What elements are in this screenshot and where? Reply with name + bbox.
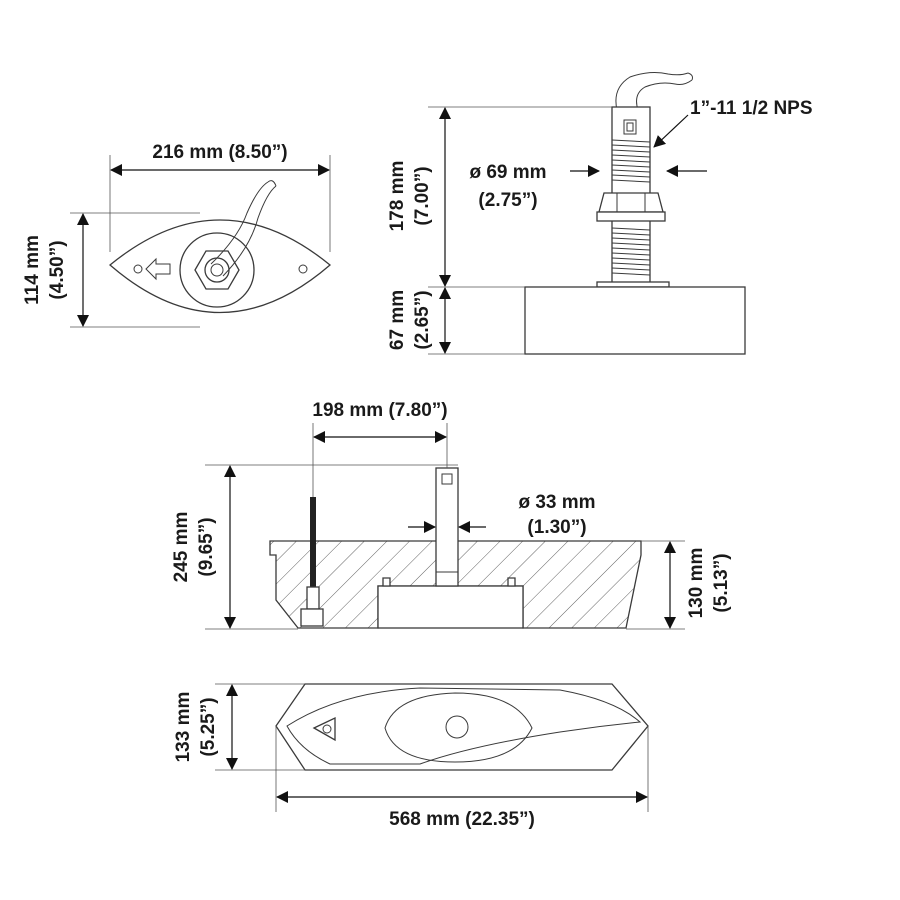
thread-leader: [653, 114, 689, 148]
base-height-in-label: (2.65”): [412, 290, 433, 349]
side-view: 178 mm (7.00”) 67 mm (2.65”) 1”-11 1/2 N…: [387, 72, 813, 355]
fairing-height-in-label: (5.25”): [198, 697, 219, 756]
top-height-mm-label: 114 mm: [22, 235, 43, 305]
thread-lines: [611, 139, 651, 276]
block-height-mm-label: 245 mm: [171, 512, 192, 583]
fairing-center-port: [445, 715, 469, 739]
stem-dia-in-label: (1.30”): [527, 517, 586, 538]
mount-hole-left: [133, 264, 143, 274]
cable-side-view: [615, 72, 693, 111]
cable-plug: [300, 608, 324, 627]
side-height-mm-label: 178 mm: [387, 161, 408, 232]
nut-dia-in-label: (2.75”): [478, 190, 537, 211]
mount-tab-left: [382, 577, 391, 587]
block-base-mm-label: 130 mm: [686, 548, 707, 619]
top-width-label: 216 mm (8.50”): [152, 142, 287, 163]
stem-cap: [204, 257, 230, 283]
stem-dia-mm-label: ø 33 mm: [518, 492, 595, 513]
stem-base-flange: [596, 281, 670, 288]
triangle-fitting-icon: [312, 716, 336, 742]
nut-dia-mm-label: ø 69 mm: [469, 162, 546, 183]
hollow-cavity: [377, 585, 524, 629]
washer-side: [596, 211, 666, 222]
side-height-in-label: (7.00”): [412, 166, 433, 225]
block-base-in-label: (5.13”): [711, 553, 732, 612]
cable-gland: [306, 586, 320, 610]
bottom-view: 133 mm (5.25”) 568 mm (22.35”): [173, 683, 649, 830]
hex-nut-side: [598, 192, 664, 213]
fairing-length-label: 568 mm (22.35”): [389, 809, 535, 830]
cable-tube: [310, 497, 316, 587]
mount-hole-right: [298, 264, 308, 274]
mount-tab-right: [507, 577, 516, 587]
fairing-inner-contour: [286, 687, 642, 765]
cable-top-view: [210, 181, 277, 277]
stem-slot: [623, 119, 637, 135]
fairing-eye-shape: [384, 692, 533, 763]
offset-label: 198 mm (7.80”): [312, 400, 447, 421]
top-height-in-label: (4.50”): [47, 240, 68, 299]
stem-core: [210, 263, 224, 277]
arrow-left-icon: [145, 257, 171, 281]
stem-section: [435, 467, 459, 587]
fairing-height-mm-label: 133 mm: [173, 692, 194, 763]
section-view: 198 mm (7.80”) 245 mm (9.65”) 130 mm (5.…: [171, 400, 732, 630]
base-height-mm-label: 67 mm: [387, 290, 408, 350]
stem-slot-inner: [626, 122, 634, 132]
thread-label: 1”-11 1/2 NPS: [690, 98, 813, 119]
block-height-in-label: (9.65”): [196, 517, 217, 576]
transducer-body-side: [524, 286, 746, 355]
top-view: 216 mm (8.50”) 114 mm (4.50”): [22, 142, 332, 328]
stem-slot-section: [441, 473, 453, 485]
